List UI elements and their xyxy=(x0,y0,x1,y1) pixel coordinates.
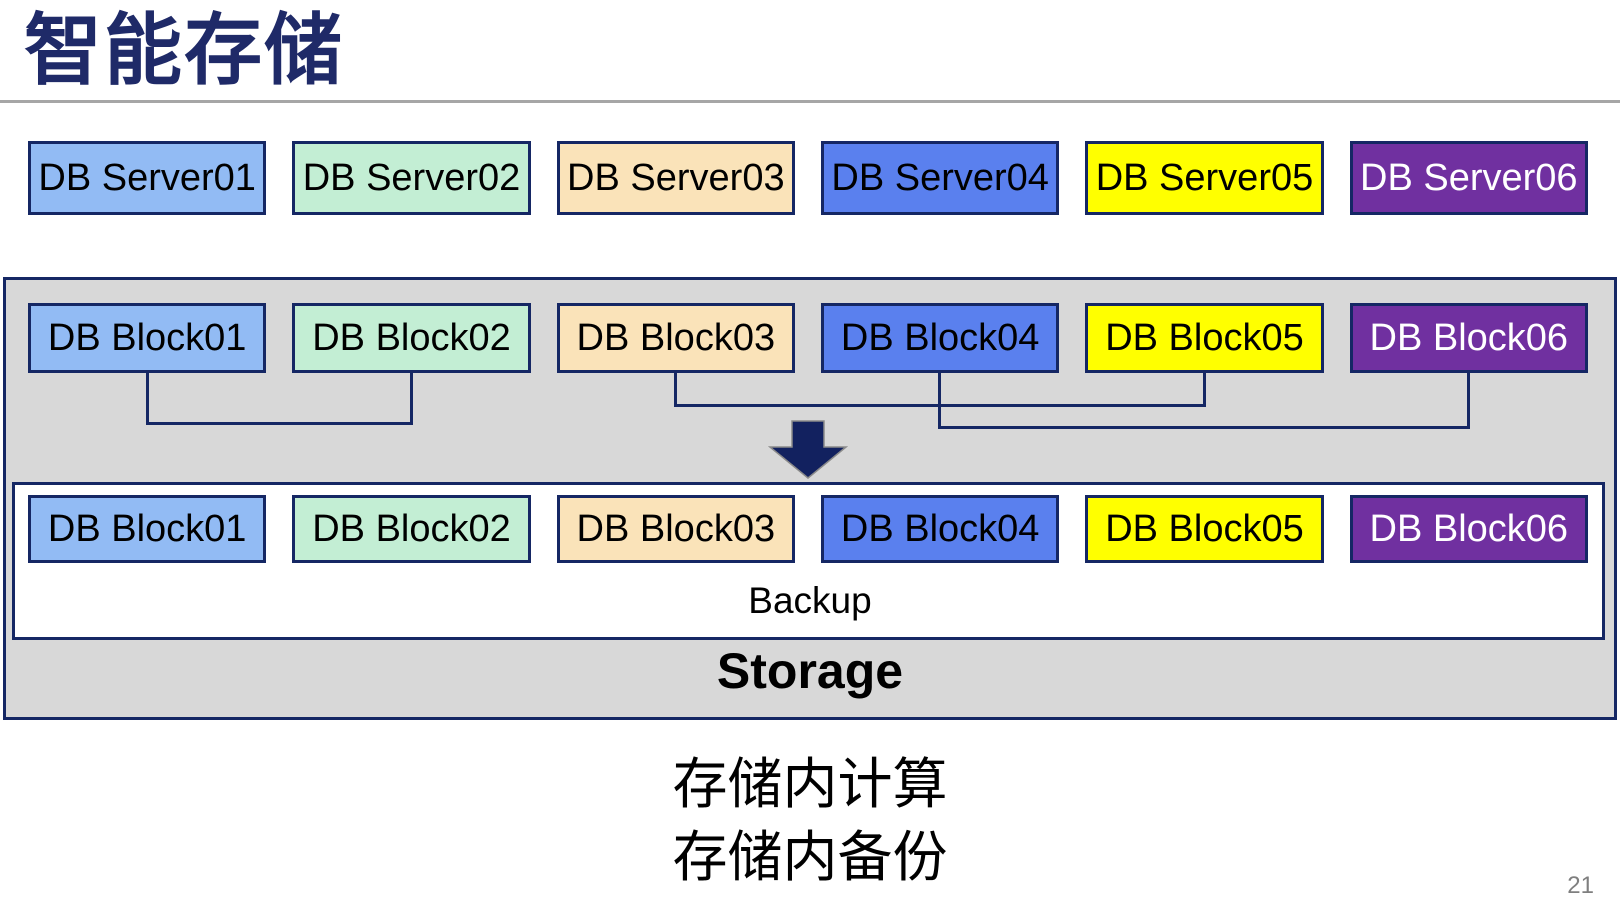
server-box-06: DB Server06 xyxy=(1349,141,1588,215)
server-box-01: DB Server01 xyxy=(28,141,267,215)
block-bottom-01: DB Block01 xyxy=(28,495,267,563)
server-box-02: DB Server02 xyxy=(292,141,531,215)
connector-drop-block03 xyxy=(674,373,677,407)
connector-drop-block05 xyxy=(1203,373,1206,407)
block-bottom-02: DB Block02 xyxy=(292,495,531,563)
connector-drop-block04 xyxy=(938,373,941,429)
connector-bridge-block04-block06 xyxy=(938,426,1470,429)
backup-zone xyxy=(12,482,1605,640)
down-arrow-icon xyxy=(767,420,849,479)
block-top-04: DB Block04 xyxy=(820,303,1060,373)
page-number: 21 xyxy=(1567,872,1594,899)
title-divider xyxy=(0,100,1620,103)
block-top-06: DB Block06 xyxy=(1349,303,1588,373)
block-top-05: DB Block05 xyxy=(1085,303,1324,373)
block-bottom-03: DB Block03 xyxy=(556,495,795,563)
annotation-line-2: 存储内备份 xyxy=(672,826,948,888)
server-box-03: DB Server03 xyxy=(556,141,795,215)
page-title: 智能存储 xyxy=(24,6,345,94)
connector-bridge-block03-block05 xyxy=(674,404,1206,407)
block-top-01: DB Block01 xyxy=(28,303,267,373)
db-server-row: DB Server01 DB Server02 DB Server03 DB S… xyxy=(28,141,1588,215)
connector-drop-block01 xyxy=(146,373,149,425)
block-bottom-05: DB Block05 xyxy=(1085,495,1324,563)
storage-label: Storage xyxy=(716,643,904,699)
db-block-row-bottom: DB Block01 DB Block02 DB Block03 DB Bloc… xyxy=(28,495,1588,563)
connector-drop-block06 xyxy=(1467,373,1470,429)
block-bottom-04: DB Block04 xyxy=(820,495,1060,563)
block-bottom-06: DB Block06 xyxy=(1349,495,1588,563)
connector-drop-block02 xyxy=(410,373,413,425)
annotation-text: 存储内计算 存储内备份 xyxy=(0,748,1620,894)
block-top-02: DB Block02 xyxy=(292,303,531,373)
block-top-03: DB Block03 xyxy=(556,303,795,373)
backup-label: Backup xyxy=(748,580,872,621)
server-box-05: DB Server05 xyxy=(1085,141,1324,215)
server-box-04: DB Server04 xyxy=(820,141,1060,215)
connector-bridge-block01-block02 xyxy=(146,422,413,425)
annotation-line-1: 存储内计算 xyxy=(672,753,948,815)
db-block-row-top: DB Block01 DB Block02 DB Block03 DB Bloc… xyxy=(28,303,1588,373)
